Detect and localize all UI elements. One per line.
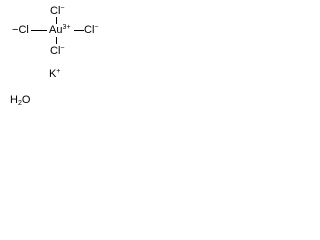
chloride-right-charge: − (94, 24, 99, 31)
chemical-structure: Cl− −Cl Au3+ Cl− Cl− K+ H2O (0, 0, 112, 115)
gold-atom: Au3+ (49, 24, 70, 36)
chloride-right-symbol: Cl (84, 24, 95, 36)
chloride-top-charge: − (60, 5, 65, 12)
gold-charge: 3+ (62, 24, 71, 31)
water-hydrogen-count: 2 (17, 100, 22, 107)
bond-au-cl-top (56, 17, 57, 24)
water-molecule: H2O (10, 94, 31, 107)
bond-au-cl-right (74, 30, 84, 31)
bond-au-cl-bottom (56, 37, 57, 44)
chloride-left-symbol: Cl (18, 24, 29, 36)
chloride-top-symbol: Cl (50, 5, 61, 17)
chloride-bottom-charge: − (60, 45, 65, 52)
chloride-left-atom: −Cl (12, 24, 29, 36)
chloride-left-charge: − (12, 24, 19, 36)
potassium-symbol: K (49, 68, 57, 80)
chloride-bottom-atom: Cl− (50, 45, 64, 57)
water-oxygen: O (21, 94, 31, 106)
chloride-bottom-symbol: Cl (50, 45, 61, 57)
chloride-top-atom: Cl− (50, 5, 64, 17)
gold-symbol: Au (49, 24, 63, 36)
potassium-ion: K+ (49, 68, 60, 80)
bond-au-cl-left (31, 30, 47, 31)
potassium-charge: + (56, 68, 61, 75)
water-hydrogen: H (10, 94, 18, 106)
chloride-right-atom: Cl− (84, 24, 98, 36)
